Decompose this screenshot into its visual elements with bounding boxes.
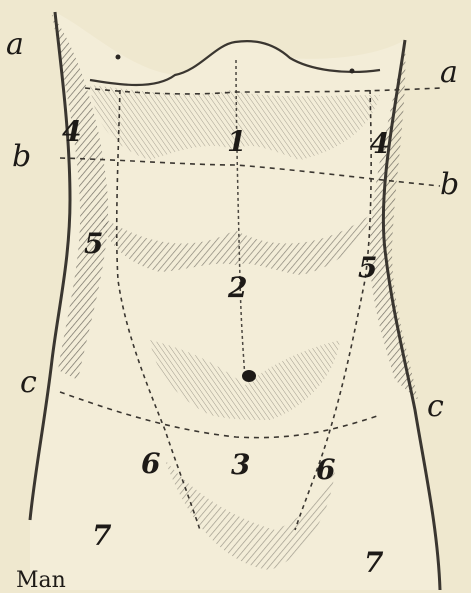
region-4-left-label: 4 (62, 118, 81, 146)
region-3-label: 3 (231, 451, 250, 479)
region-7-right-label: 7 (364, 549, 383, 577)
line-c-left-label: c (20, 368, 37, 398)
region-2-label: 2 (228, 274, 247, 302)
left-nipple (116, 55, 121, 60)
line-c-right-label: c (427, 392, 444, 422)
region-6-left-label: 6 (141, 450, 160, 478)
line-b-left-label: b (12, 142, 31, 172)
line-a-right-label: a (440, 58, 458, 88)
navel (242, 370, 256, 382)
line-a-left-label: a (6, 30, 24, 60)
right-nipple (350, 69, 355, 74)
region-5-left-label: 5 (84, 230, 103, 258)
caption-fragment: Man (16, 570, 66, 592)
region-5-right-label: 5 (358, 254, 377, 282)
region-7-left-label: 7 (92, 522, 111, 550)
region-4-right-label: 4 (370, 130, 389, 158)
region-1-label: 1 (227, 128, 246, 156)
line-b-right-label: b (440, 170, 459, 200)
region-6-right-label: 6 (316, 456, 335, 484)
